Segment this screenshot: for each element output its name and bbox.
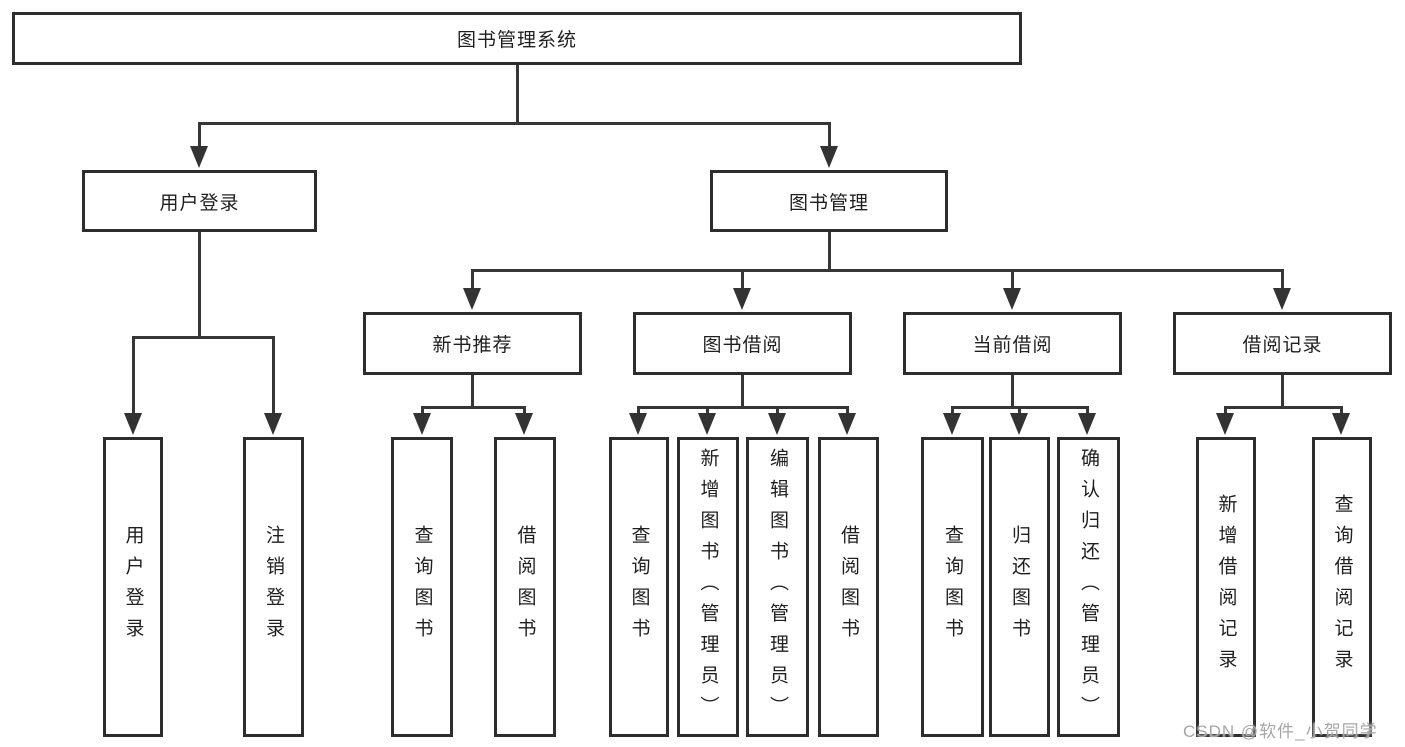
leaf-node-label: 注销登录 <box>263 525 284 649</box>
arrowhead-down <box>413 413 431 435</box>
leaf-node-label: 归还图书 <box>1009 525 1030 649</box>
connector-line <box>637 406 848 409</box>
branch-node-label: 图书管理 <box>788 192 869 214</box>
connector-line <box>828 232 831 272</box>
arrowhead-down <box>1003 288 1021 310</box>
connector-line <box>198 232 201 338</box>
connector-line <box>198 122 201 152</box>
connector-line <box>1281 269 1284 292</box>
leaf-node-query-books-borrowing: 查询图书 <box>609 437 669 737</box>
arrowhead-down <box>733 288 751 310</box>
leaf-node-query-books-current: 查询图书 <box>921 437 984 737</box>
leaf-node-query-books-recommend: 查询图书 <box>391 437 453 737</box>
section-node-label: 借阅记录 <box>1242 335 1323 356</box>
leaf-node-logout: 注销登录 <box>243 437 304 737</box>
leaf-node-return-books: 归还图书 <box>989 437 1050 737</box>
leaf-node-label: 新增图书（管理员） <box>697 447 719 727</box>
arrowhead-down <box>629 413 647 435</box>
section-node-label: 新书推荐 <box>432 335 513 356</box>
branch-node-user-login: 用户登录 <box>82 170 317 232</box>
arrowhead-down <box>820 146 838 168</box>
leaf-node-add-books-admin: 新增图书（管理员） <box>677 437 739 737</box>
connector-line <box>516 65 519 124</box>
leaf-node-label: 借阅图书 <box>514 525 536 649</box>
connector-line <box>1224 406 1342 409</box>
leaf-node-borrow-books-recommend: 借阅图书 <box>494 437 556 737</box>
connector-line <box>471 375 474 408</box>
connector-line <box>132 336 274 339</box>
arrowhead-down <box>1010 413 1028 435</box>
arrowhead-down <box>1273 288 1291 310</box>
branch-node-label: 用户登录 <box>159 192 240 214</box>
connector-line <box>1011 269 1014 292</box>
connector-line <box>132 336 135 418</box>
arrowhead-down <box>1078 413 1096 435</box>
root-node-library-management-system: 图书管理系统 <box>12 12 1022 65</box>
leaf-node-user-login: 用户登录 <box>103 437 163 737</box>
arrowhead-down <box>124 413 142 435</box>
arrowhead-down <box>264 413 282 435</box>
connector-line <box>272 336 275 418</box>
section-node-current-borrowing: 当前借阅 <box>903 312 1122 375</box>
leaf-node-label: 查询图书 <box>628 525 650 649</box>
section-node-label: 当前借阅 <box>972 335 1053 356</box>
leaf-node-label: 查询图书 <box>411 525 433 649</box>
connector-line <box>198 122 831 125</box>
section-node-new-book-recommendation: 新书推荐 <box>363 312 582 375</box>
arrowhead-down <box>515 413 533 435</box>
leaf-node-label: 新增借阅记录 <box>1215 494 1237 680</box>
connector-line <box>471 269 474 292</box>
connector-line <box>741 269 744 292</box>
arrowhead-down <box>190 146 208 168</box>
leaf-node-borrow-books: 借阅图书 <box>818 437 879 737</box>
leaf-node-label: 查询图书 <box>942 525 963 649</box>
connector-line <box>828 122 831 152</box>
root-node-label: 图书管理系统 <box>456 30 577 51</box>
leaf-node-label: 编辑图书（管理员） <box>767 447 788 727</box>
branch-node-book-management: 图书管理 <box>710 170 948 232</box>
section-node-borrowing-records: 借阅记录 <box>1173 312 1392 375</box>
leaf-node-label: 查询借阅记录 <box>1331 494 1353 680</box>
connector-line <box>471 269 1284 272</box>
leaf-node-edit-books-admin: 编辑图书（管理员） <box>746 437 809 737</box>
leaf-node-label: 用户登录 <box>122 525 144 649</box>
connector-line <box>1281 375 1284 408</box>
connector-line <box>1011 375 1014 408</box>
leaf-node-label: 借阅图书 <box>838 525 859 649</box>
arrowhead-down <box>698 413 716 435</box>
connector-line <box>741 375 744 408</box>
arrowhead-down <box>943 413 961 435</box>
arrowhead-down <box>1332 413 1350 435</box>
leaf-node-query-borrow-record: 查询借阅记录 <box>1312 437 1372 737</box>
connector-line <box>421 406 525 409</box>
leaf-node-confirm-return-admin: 确认归还（管理员） <box>1057 437 1120 737</box>
leaf-node-add-borrow-record: 新增借阅记录 <box>1196 437 1256 737</box>
section-node-label: 图书借阅 <box>702 335 783 356</box>
section-node-book-borrowing: 图书借阅 <box>633 312 852 375</box>
csdn-watermark: CSDN @软件_小贺同学 <box>1183 722 1378 741</box>
leaf-node-label: 确认归还（管理员） <box>1078 447 1099 727</box>
arrowhead-down <box>1216 413 1234 435</box>
arrowhead-down <box>838 413 856 435</box>
arrowhead-down <box>768 413 786 435</box>
arrowhead-down <box>463 288 481 310</box>
